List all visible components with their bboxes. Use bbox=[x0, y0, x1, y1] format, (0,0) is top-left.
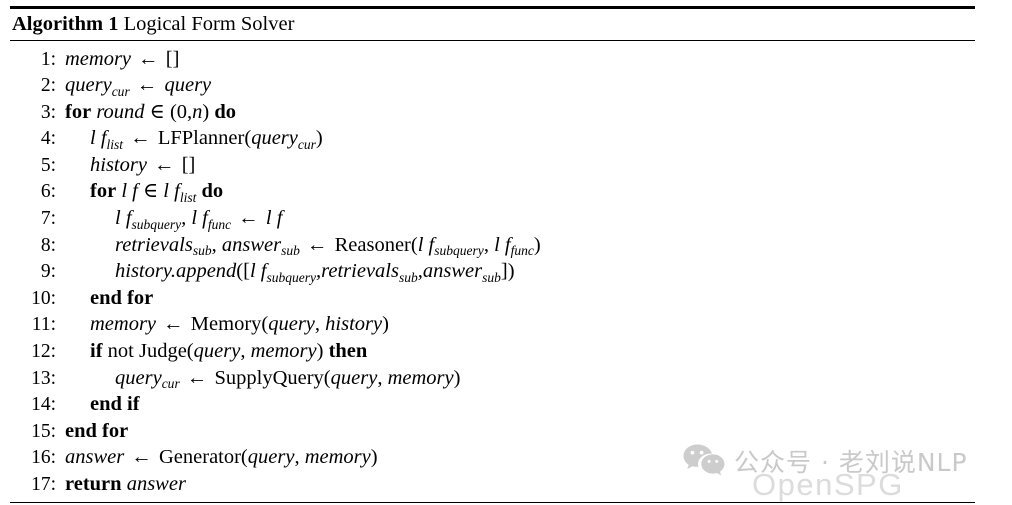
algorithm-line-5: 5: history ← [] bbox=[10, 152, 975, 179]
line-code: history ← [] bbox=[90, 153, 196, 176]
line-number: 7: bbox=[40, 208, 56, 230]
line-code: l fsubquery, l ffunc ← l f bbox=[115, 207, 283, 232]
line-number: 10: bbox=[31, 287, 56, 309]
line-number: 14: bbox=[31, 394, 56, 416]
line-code: querycur ← SupplyQuery(query, memory) bbox=[115, 366, 461, 392]
algorithm-line-7: 7: l fsubquery, l ffunc ← l f bbox=[10, 205, 975, 232]
line-code: memory ← [] bbox=[65, 47, 180, 70]
line-number: 5: bbox=[40, 154, 56, 176]
algorithm-line-3: 3: for round ∈ (0,n) do bbox=[10, 99, 975, 126]
line-number: 2: bbox=[40, 75, 56, 97]
line-code: querycur ← query bbox=[65, 74, 212, 99]
algorithm-line-8: 8: retrievalssub, answersub ← Reasoner(l… bbox=[10, 232, 975, 259]
line-number: 6: bbox=[40, 181, 56, 203]
line-number: 16: bbox=[31, 447, 56, 469]
algorithm-title-text: Logical Form Solver bbox=[123, 13, 295, 35]
algorithm-title-rule bbox=[10, 39, 975, 41]
algorithm-title-keyword: Algorithm 1 bbox=[12, 13, 119, 35]
algorithm-line-10: 10: end for bbox=[10, 285, 975, 312]
line-code: answer ← Generator(query, memory) bbox=[65, 446, 378, 469]
algorithm-line-15: 15: end for bbox=[10, 418, 975, 445]
line-number: 1: bbox=[40, 48, 56, 70]
algorithm-line-13: 13: querycur ← SupplyQuery(query, memory… bbox=[10, 365, 975, 392]
line-number: 3: bbox=[40, 101, 56, 123]
algorithm-body: 1: memory ← [] 2: querycur ← query 3: fo… bbox=[10, 41, 975, 502]
line-code: for l f ∈ l flist do bbox=[90, 180, 224, 205]
line-number: 12: bbox=[31, 341, 56, 363]
line-number: 11: bbox=[31, 314, 56, 336]
algorithm-line-9: 9: history.append([l fsubquery,retrieval… bbox=[10, 258, 975, 285]
line-code: end for bbox=[65, 419, 129, 442]
line-code: end for bbox=[90, 286, 154, 309]
line-number: 13: bbox=[31, 367, 56, 389]
line-code: if not Judge(query, memory) then bbox=[90, 340, 368, 363]
line-code: end if bbox=[90, 393, 140, 416]
algorithm-title: Algorithm 1 Logical Form Solver bbox=[10, 9, 975, 40]
algorithm-bottom-rule bbox=[10, 501, 975, 503]
algorithm-line-14: 14: end if bbox=[10, 391, 975, 418]
line-code: retrievalssub, answersub ← Reasoner(l fs… bbox=[115, 233, 541, 259]
line-number: 8: bbox=[40, 234, 56, 256]
line-code: for round ∈ (0,n) do bbox=[65, 100, 237, 123]
algorithm-line-2: 2: querycur ← query bbox=[10, 72, 975, 99]
algorithm-line-11: 11: memory ← Memory(query, history) bbox=[10, 311, 975, 338]
line-code: memory ← Memory(query, history) bbox=[90, 313, 389, 336]
line-code: l flist ← LFPlanner(querycur) bbox=[90, 127, 323, 152]
line-number: 15: bbox=[31, 420, 56, 442]
algorithm-line-1: 1: memory ← [] bbox=[10, 46, 975, 73]
line-code: history.append([l fsubquery,retrievalssu… bbox=[115, 260, 515, 285]
algorithm-line-4: 4: l flist ← LFPlanner(querycur) bbox=[10, 125, 975, 152]
algorithm-line-6: 6: for l f ∈ l flist do bbox=[10, 178, 975, 205]
algorithm-top-rule bbox=[10, 6, 975, 9]
line-number: 9: bbox=[40, 261, 56, 283]
algorithm-line-17: 17: return answer bbox=[10, 471, 975, 498]
algorithm-line-12: 12: if not Judge(query, memory) then bbox=[10, 338, 975, 365]
algorithm-line-16: 16: answer ← Generator(query, memory) bbox=[10, 444, 975, 471]
line-number: 4: bbox=[40, 128, 56, 150]
algorithm-block: Algorithm 1 Logical Form Solver 1: memor… bbox=[10, 6, 975, 503]
line-code: return answer bbox=[65, 473, 186, 495]
line-number: 17: bbox=[31, 474, 56, 495]
